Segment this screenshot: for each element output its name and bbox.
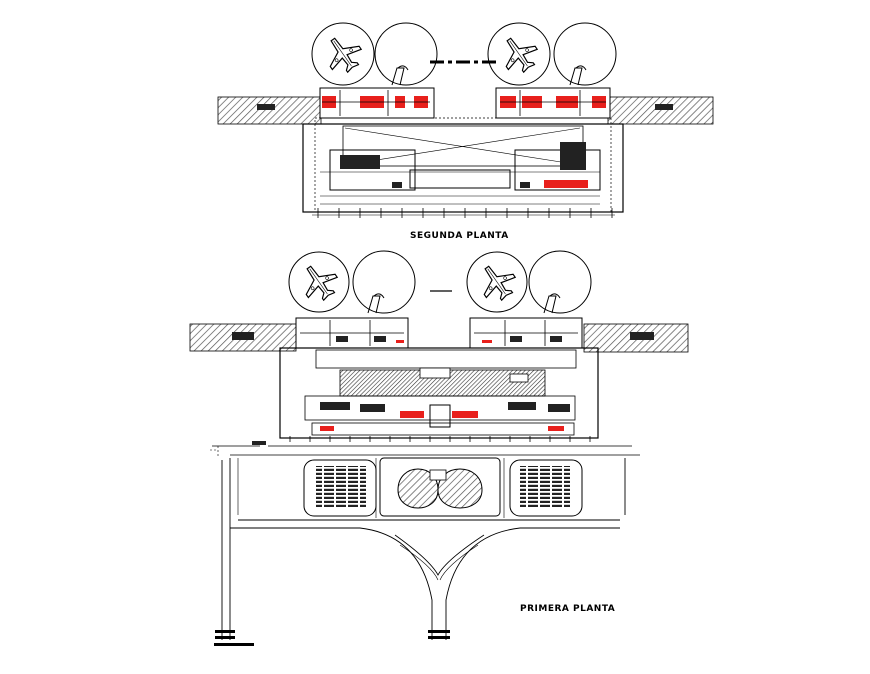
upper-plan	[217, 22, 714, 218]
airplane-icon	[493, 28, 545, 80]
airplane-icon	[293, 256, 345, 308]
second-floor-title: SEGUNDA PLANTA	[410, 231, 509, 241]
lower-plan	[189, 250, 689, 646]
upper-left-turning-circle	[374, 22, 438, 86]
lower-right-plane-circle	[466, 251, 528, 313]
airplane-icon	[471, 256, 523, 308]
lower-right-turning-circle	[528, 250, 592, 314]
airplane-icon	[317, 28, 369, 80]
lower-left-plane-circle	[288, 251, 350, 313]
upper-left-plane-circle	[311, 22, 375, 86]
lower-left-turning-circle	[352, 250, 416, 314]
upper-right-turning-circle	[553, 22, 617, 86]
upper-right-plane-circle	[487, 22, 551, 86]
first-floor-title: PRIMERA PLANTA	[520, 604, 616, 614]
